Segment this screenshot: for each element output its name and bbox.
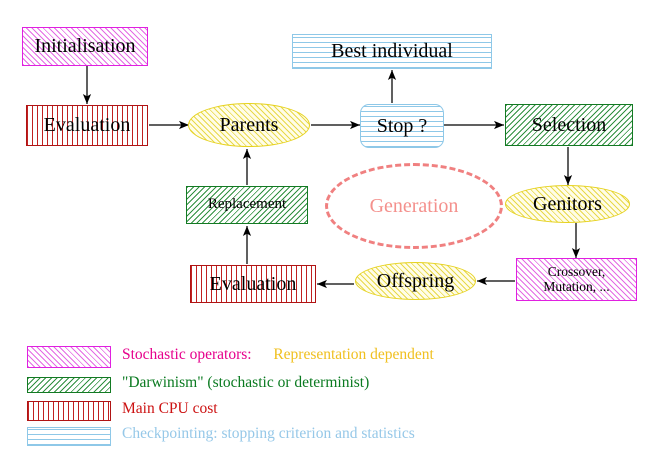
legend: Stochastic operators: Representation dep… bbox=[0, 336, 662, 471]
legend-label-representation: Representation dependent bbox=[273, 346, 434, 363]
legend-label-darwinism: "Darwinism" (stochastic or determinist) bbox=[122, 374, 370, 391]
node-selection-label: Selection bbox=[531, 113, 607, 136]
node-offspring-label: Offspring bbox=[376, 269, 455, 292]
arrow-group bbox=[82, 66, 581, 289]
node-evaluation-top[interactable]: Evaluation bbox=[26, 105, 148, 146]
node-evaluation-bottom[interactable]: Evaluation bbox=[190, 265, 316, 303]
node-crossover-label-line1: Crossover, bbox=[547, 264, 606, 280]
node-best-individual[interactable]: Best individual bbox=[292, 34, 492, 69]
node-generation-label: Generation bbox=[369, 194, 459, 217]
node-offspring[interactable]: Offspring bbox=[355, 262, 476, 300]
node-evaluation-top-label: Evaluation bbox=[43, 114, 131, 136]
node-replacement[interactable]: Replacement bbox=[186, 186, 308, 224]
legend-swatch-blue-horizontal bbox=[27, 427, 111, 446]
node-replacement-label: Replacement bbox=[207, 196, 287, 213]
legend-label-stochastic: Stochastic operators: bbox=[122, 346, 252, 363]
node-crossover-mutation[interactable]: Crossover, Mutation, ... bbox=[516, 258, 637, 301]
node-generation-boundary: Generation bbox=[325, 163, 503, 249]
node-initialisation[interactable]: Initialisation bbox=[22, 27, 148, 66]
node-evaluation-bottom-label: Evaluation bbox=[209, 272, 297, 295]
node-stop-label: Stop ? bbox=[376, 114, 428, 137]
node-stop[interactable]: Stop ? bbox=[360, 104, 444, 148]
node-parents[interactable]: Parents bbox=[188, 103, 310, 147]
node-initialisation-label: Initialisation bbox=[34, 35, 136, 57]
legend-text-stochastic: Stochastic operators: Representation dep… bbox=[122, 346, 434, 364]
legend-label-checkpointing: Checkpointing: stopping criterion and st… bbox=[122, 425, 415, 442]
legend-swatch-magenta-hatch bbox=[27, 346, 111, 368]
legend-row-cpu: Main CPU cost bbox=[0, 398, 662, 428]
legend-swatch-green-hatch bbox=[27, 377, 111, 393]
legend-swatch-red-vertical bbox=[27, 401, 111, 421]
node-crossover-label-line2: Mutation, ... bbox=[543, 278, 610, 294]
legend-label-cpu: Main CPU cost bbox=[122, 400, 218, 417]
legend-row-darwinism: "Darwinism" (stochastic or determinist) bbox=[0, 374, 662, 404]
node-genitors[interactable]: Genitors bbox=[505, 185, 630, 223]
node-genitors-label: Genitors bbox=[533, 192, 602, 215]
node-parents-label: Parents bbox=[219, 113, 279, 136]
legend-row-checkpointing: Checkpointing: stopping criterion and st… bbox=[0, 424, 662, 454]
node-best-individual-label: Best individual bbox=[331, 40, 453, 62]
node-selection[interactable]: Selection bbox=[505, 104, 633, 146]
legend-row-stochastic: Stochastic operators: Representation dep… bbox=[0, 344, 662, 374]
